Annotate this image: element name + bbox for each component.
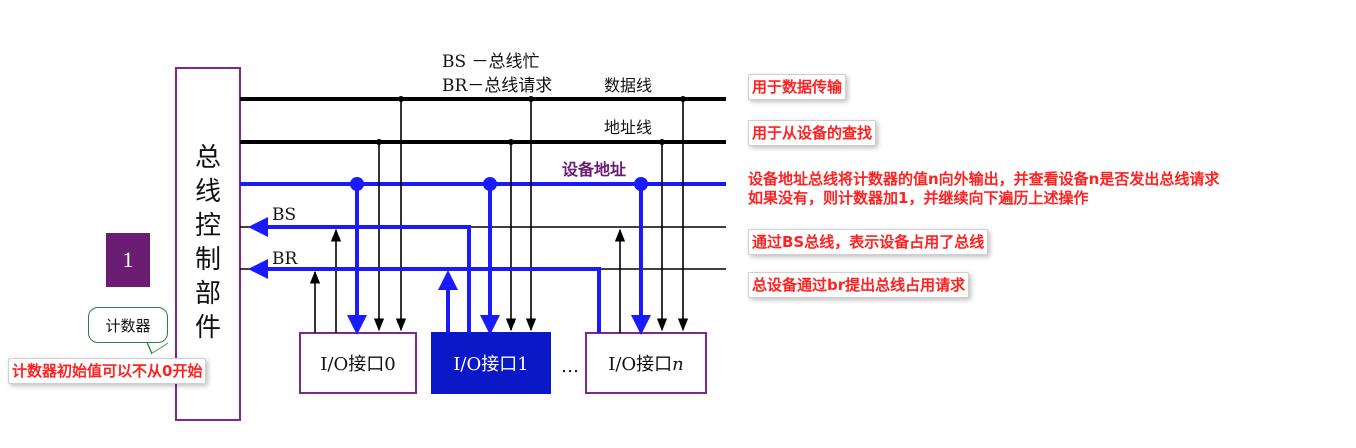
controller-char: 制 bbox=[195, 245, 221, 275]
address-line-label: 地址线 bbox=[604, 118, 652, 137]
note-bs-line: 通过BS总线，表示设备占用了总线 bbox=[748, 229, 989, 255]
controller-char: 部 bbox=[195, 279, 221, 309]
note-device-address-2: 如果没有，则计数器加1，并继续向下遍历上述操作 bbox=[748, 189, 1089, 207]
counter-callout: 计数器 bbox=[88, 307, 168, 343]
ifn-data-junction bbox=[680, 96, 686, 102]
controller-char: 线 bbox=[195, 177, 221, 207]
data-line-label: 数据线 bbox=[604, 76, 652, 95]
legend-bs: BS －总线忙 bbox=[442, 52, 540, 72]
ifn-device-address-junction bbox=[634, 177, 648, 191]
io-interface-n-text: I/O接口 bbox=[608, 354, 672, 375]
io-interface-1-box bbox=[431, 332, 551, 394]
if1-address-junction bbox=[508, 139, 514, 145]
note-device-address-1: 设备地址总线将计数器的值n向外输出，并查看设备n是否发出总线请求 bbox=[748, 170, 1220, 188]
if1-bs-path bbox=[248, 217, 471, 333]
io-interface-0-box bbox=[299, 332, 417, 394]
step-badge: 1 bbox=[106, 233, 150, 287]
if1-data-junction bbox=[528, 96, 534, 102]
ifn-address-junction bbox=[659, 139, 665, 145]
bus-controller-label: 总 线 控 制 部 件 bbox=[195, 143, 221, 343]
bs-line-label: BS bbox=[272, 205, 296, 225]
ifn-br-path bbox=[248, 259, 601, 333]
io-interface-n-suffix: n bbox=[672, 354, 684, 375]
br-line-label: BR bbox=[272, 249, 298, 269]
device-address-label: 设备地址 bbox=[562, 160, 626, 179]
if1-device-address-junction bbox=[483, 177, 497, 191]
controller-char: 件 bbox=[195, 313, 221, 343]
io-interface-0-label: I/O接口0 bbox=[320, 354, 395, 375]
io-interface-1-label: I/O接口1 bbox=[453, 354, 528, 375]
note-data-line: 用于数据传输 bbox=[748, 74, 847, 100]
if0-device-address-junction bbox=[350, 177, 364, 191]
legend-br: BR－总线请求 bbox=[442, 76, 552, 96]
controller-char: 控 bbox=[195, 211, 221, 241]
note-counter-init: 计数器初始值可以不从0开始 bbox=[8, 358, 207, 384]
io-interface-n-box bbox=[585, 332, 707, 394]
io-interface-n-label: I/O接口n bbox=[608, 354, 684, 375]
if0-address-junction bbox=[376, 139, 382, 145]
note-address-line: 用于从设备的查找 bbox=[748, 120, 877, 146]
if0-data-junction bbox=[398, 96, 404, 102]
controller-char: 总 bbox=[195, 143, 221, 173]
note-br-line: 总设备通过br提出总线占用请求 bbox=[748, 272, 970, 298]
interface-ellipsis: … bbox=[561, 356, 579, 377]
